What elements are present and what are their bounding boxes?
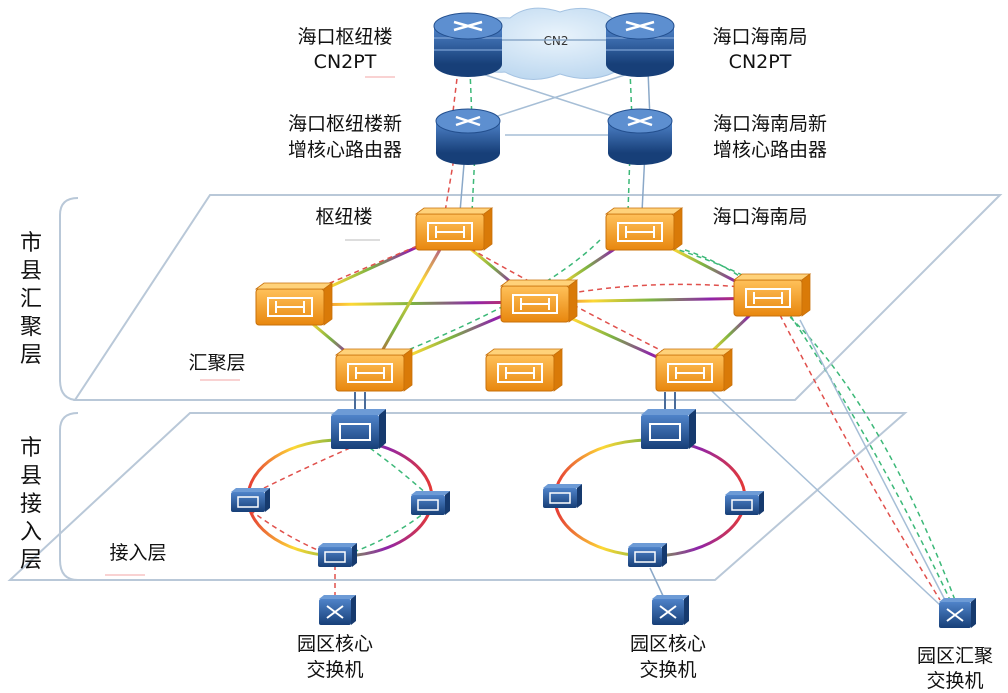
hainan-node-label: 海口海南局	[712, 206, 807, 228]
access-switch-l3-icon	[317, 542, 358, 568]
hub-cn2pt-router-icon	[432, 11, 504, 79]
access-switch-r1-icon	[542, 483, 583, 509]
access-head-left-icon	[330, 408, 387, 450]
park-core-1-label-2: 交换机	[306, 659, 363, 681]
access-switch-r2-icon	[724, 490, 765, 516]
park-core-2-label-1: 园区核心	[630, 633, 706, 655]
hub-core-label-1: 海口枢纽楼新	[288, 113, 402, 135]
cloud-label: CN2	[544, 34, 569, 48]
hub-cn2pt-label-2: CN2PT	[314, 51, 377, 73]
access-switch-l2-icon	[410, 490, 451, 516]
access-side-char: 入	[20, 520, 42, 545]
access-side-char: 县	[20, 464, 42, 489]
access-switch-l1-icon	[230, 487, 271, 513]
park-core-2-label-2: 交换机	[639, 659, 696, 681]
agg-layer-label: 汇聚层	[188, 352, 245, 374]
agg-side-char: 市	[20, 231, 42, 256]
hainan-cn2pt-label-2: CN2PT	[729, 51, 792, 73]
hainan-cn2pt-router-icon	[604, 11, 676, 79]
access-switch-r3-icon	[627, 542, 668, 568]
agg-switch-hub-icon	[415, 207, 493, 251]
hainan-core-label-2: 增核心路由器	[713, 139, 827, 161]
hub-core-router-icon	[434, 107, 502, 167]
agg-side-char: 县	[20, 259, 42, 284]
agg-switch-left-icon	[255, 282, 333, 326]
agg-switch-bottom-right-icon	[655, 348, 733, 392]
agg-plane	[73, 194, 1003, 401]
park-agg-label-1: 园区汇聚	[917, 645, 993, 667]
access-side-char: 接	[20, 492, 42, 517]
park-agg-switch-icon	[938, 597, 977, 629]
agg-side-char: 汇	[20, 287, 42, 312]
park-core-1-label-1: 园区核心	[297, 633, 373, 655]
hub-node-label: 枢纽楼	[315, 206, 372, 228]
access-side-label: 市 县 接 入 层	[20, 436, 42, 573]
agg-switch-bottom-center-icon	[485, 348, 563, 392]
park-core-switch-2-icon	[651, 594, 690, 626]
park-core-switch-1-icon	[318, 594, 357, 626]
agg-switch-right-icon	[733, 273, 811, 317]
park-agg-solid-links	[699, 319, 946, 606]
hainan-cn2pt-label-1: 海口海南局	[712, 26, 807, 48]
agg-switch-center-icon	[500, 279, 578, 323]
agg-side-label: 市 县 汇 聚 层	[20, 231, 42, 368]
agg-side-char: 聚	[20, 315, 42, 340]
agg-bracket	[59, 197, 79, 401]
access-head-right-icon	[640, 408, 697, 450]
access-side-char: 层	[20, 548, 42, 573]
access-side-char: 市	[20, 436, 42, 461]
hainan-core-router-icon	[606, 107, 674, 167]
access-bracket	[59, 412, 79, 581]
hainan-core-label-1: 海口海南局新	[713, 113, 827, 135]
hub-core-label-2: 增核心路由器	[288, 139, 402, 161]
agg-switch-bottom-left-icon	[335, 348, 413, 392]
agg-switch-hainan-icon	[605, 207, 683, 251]
agg-side-char: 层	[20, 343, 42, 368]
hub-cn2pt-label-1: 海口枢纽楼	[297, 26, 392, 48]
access-layer-label: 接入层	[109, 542, 166, 564]
park-agg-label-2: 交换机	[926, 670, 983, 692]
